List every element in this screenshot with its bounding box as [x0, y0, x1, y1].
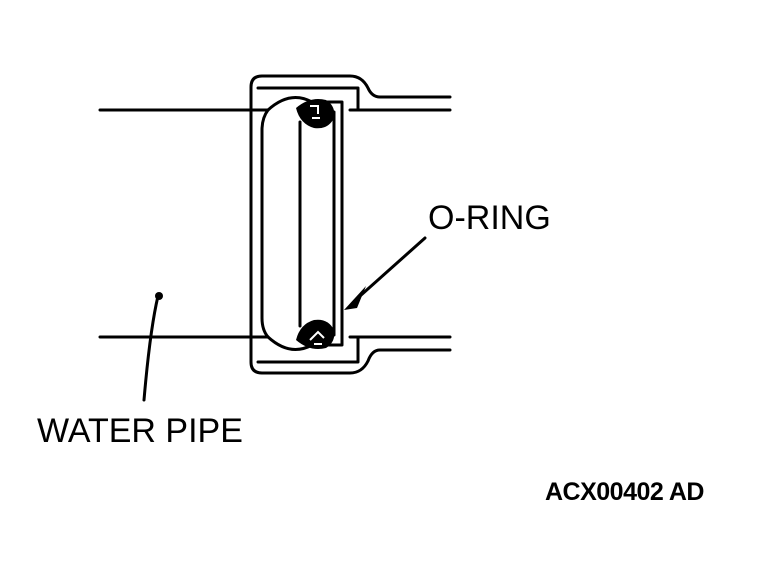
o-ring-arrowhead: [344, 286, 366, 310]
water-pipe-label: WATER PIPE: [37, 412, 243, 450]
o-ring-bottom-highlight: [309, 330, 325, 345]
coupling-inner-step-bottom: [256, 335, 360, 364]
o-ring-top: [296, 99, 335, 129]
o-ring-top-highlight: [310, 105, 320, 119]
figure-code-label: ACX00402 AD: [545, 478, 704, 506]
pipe-end-outline: [260, 108, 270, 339]
coupling-body-outline: [249, 74, 452, 375]
water-pipe-leader-line: [142, 294, 160, 402]
seal-groove-liner: [266, 96, 344, 351]
coupling-inner-step-top: [256, 86, 360, 112]
water-pipe-leader-dot: [155, 292, 163, 300]
o-ring-leader-line: [358, 236, 427, 298]
o-ring-label: O-RING: [428, 199, 551, 237]
